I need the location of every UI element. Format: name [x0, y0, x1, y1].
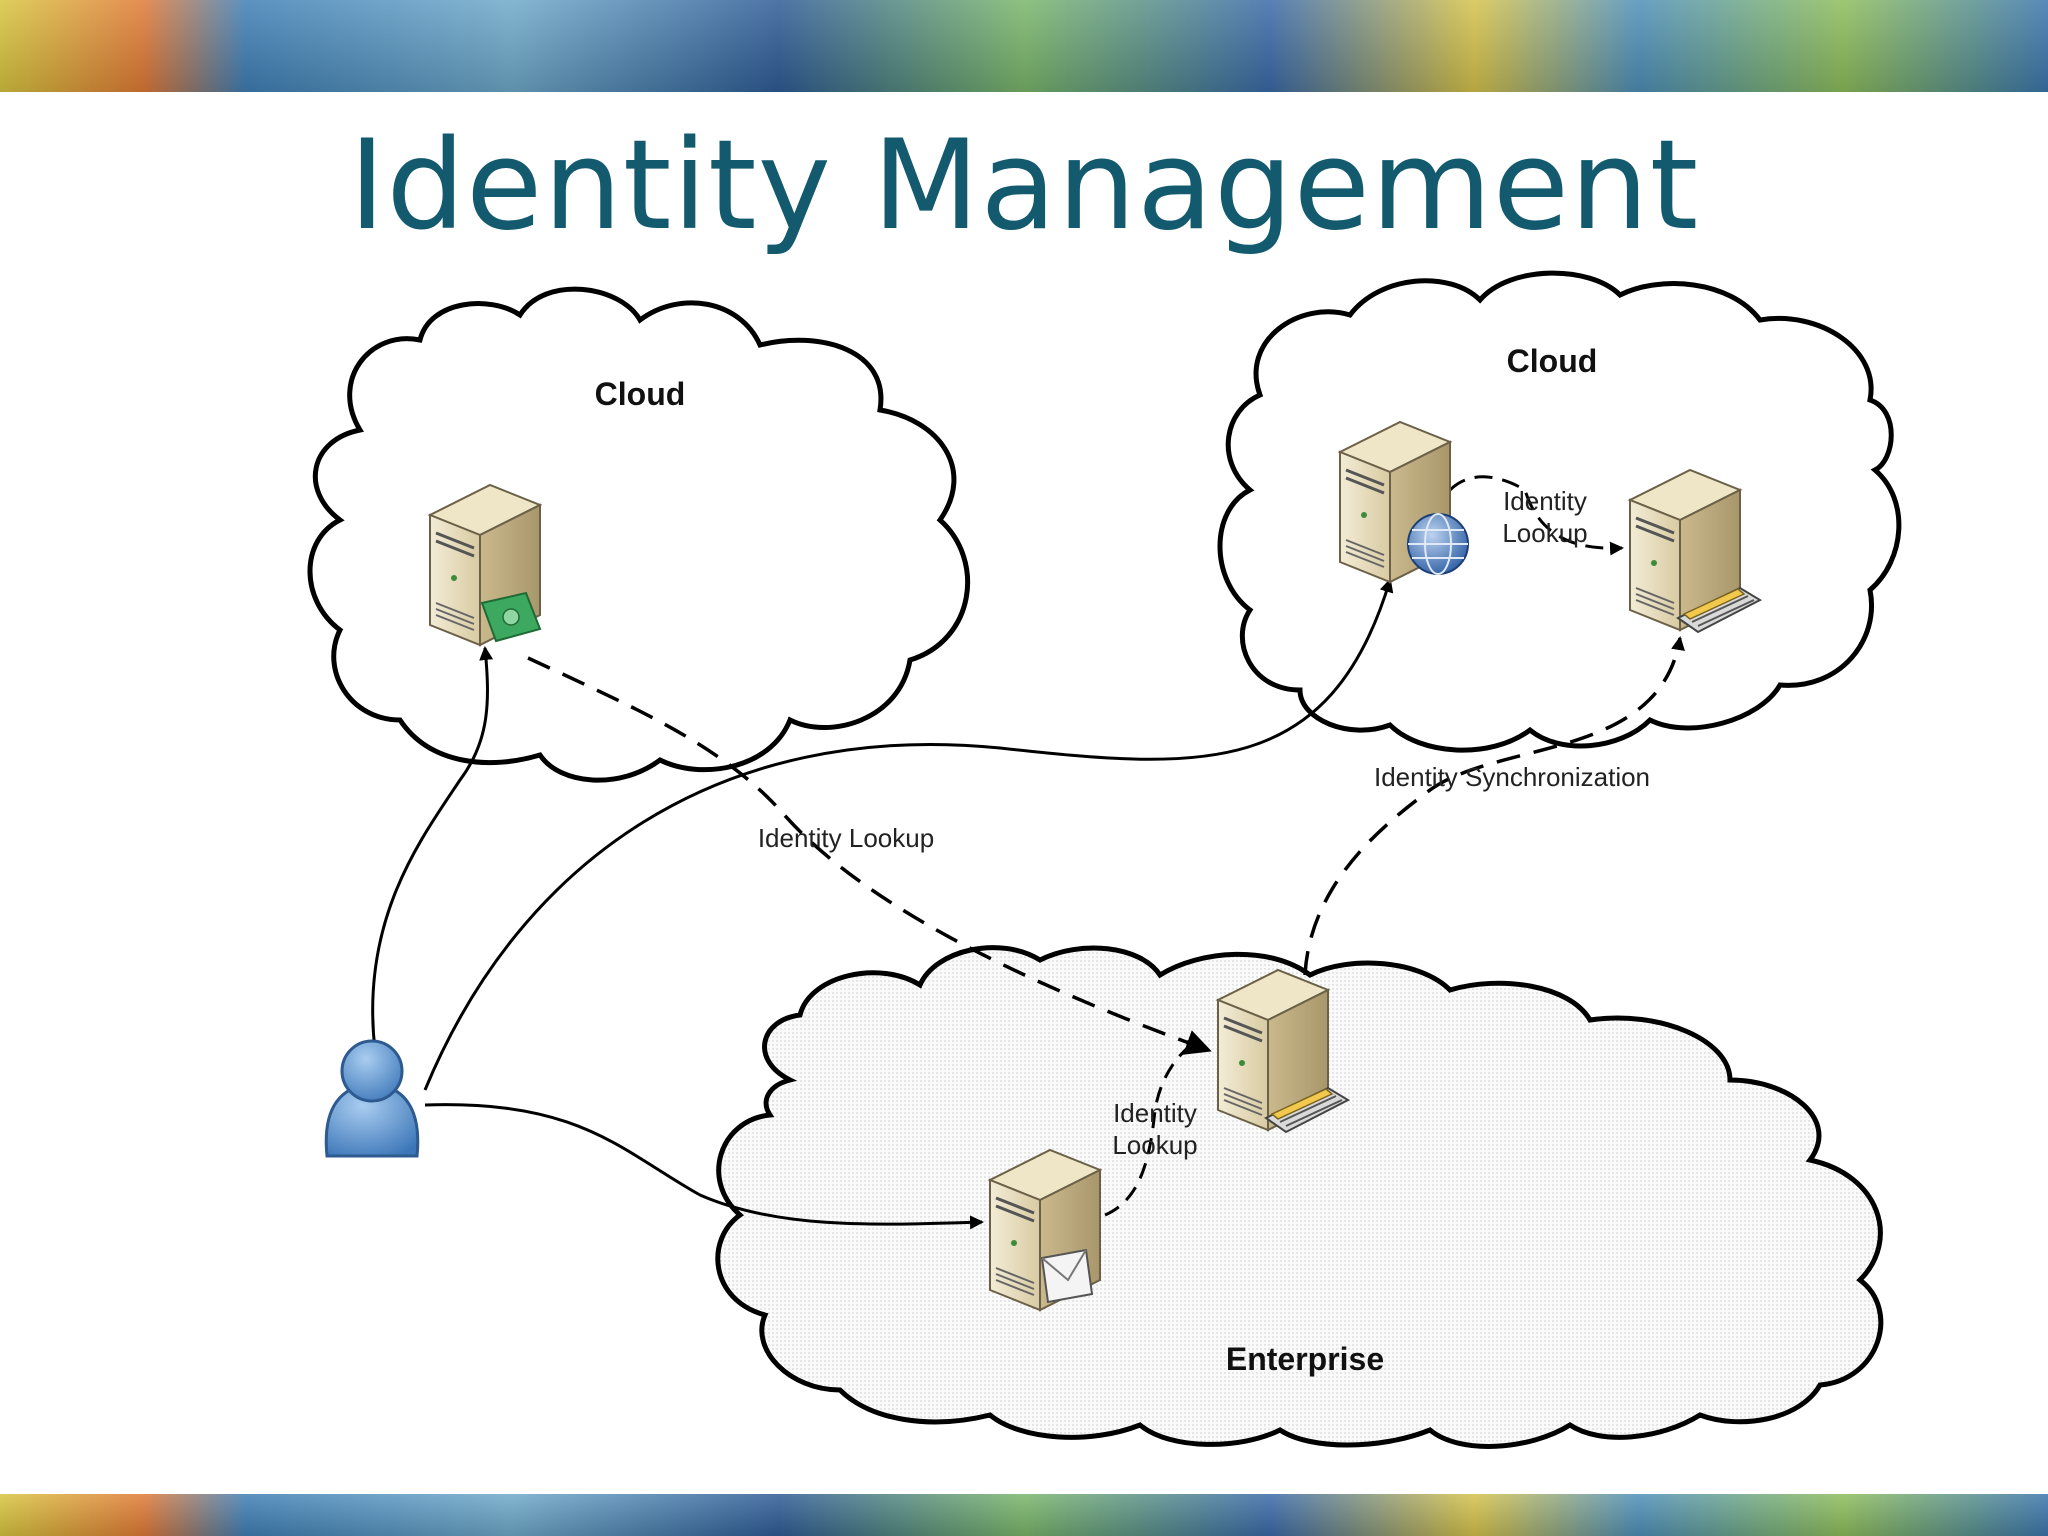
enterprise-cloud-label: Enterprise	[1226, 1341, 1384, 1377]
connector-identity-lookup-cloud	[1448, 475, 1624, 556]
server-globe-icon	[1338, 420, 1469, 584]
identity-lookup-cloud-label-line2: Lookup	[1502, 518, 1587, 548]
connector-user-to-left-server	[371, 646, 494, 1051]
identity-lookup-enterprise-label-line2: Lookup	[1112, 1130, 1197, 1160]
connector-user-to-mail-server	[424, 1103, 984, 1230]
user-icon	[324, 1039, 420, 1158]
slide-title: Identity Management	[348, 114, 1700, 258]
identity-lookup-enterprise-label-line1: Identity	[1113, 1098, 1197, 1128]
globe-icon	[1407, 513, 1469, 575]
identity-synchronization-label: Identity Synchronization	[1374, 762, 1650, 792]
server-card-reader-icon	[1628, 468, 1763, 634]
left-cloud-label: Cloud	[595, 376, 686, 412]
left-cloud	[307, 286, 971, 783]
right-cloud	[1217, 270, 1902, 753]
server-mail-icon	[988, 1148, 1102, 1312]
right-cloud-label: Cloud	[1507, 343, 1598, 379]
enterprise-server-card-reader-icon	[1216, 968, 1351, 1134]
server-money-icon	[428, 483, 542, 647]
connector-identity-synchronization	[1303, 636, 1685, 976]
connector-identity-lookup-left	[527, 656, 1212, 1055]
bottom-decorative-band	[0, 1494, 2048, 1536]
connector-identity-lookup-enterprise	[1104, 1038, 1200, 1217]
top-decorative-band	[0, 0, 2048, 92]
identity-lookup-left-label: Identity Lookup	[758, 823, 934, 853]
enterprise-cloud	[715, 945, 1884, 1449]
identity-lookup-cloud-label-line1: Identity	[1503, 486, 1587, 516]
connector-user-to-globe-server	[423, 578, 1394, 1091]
